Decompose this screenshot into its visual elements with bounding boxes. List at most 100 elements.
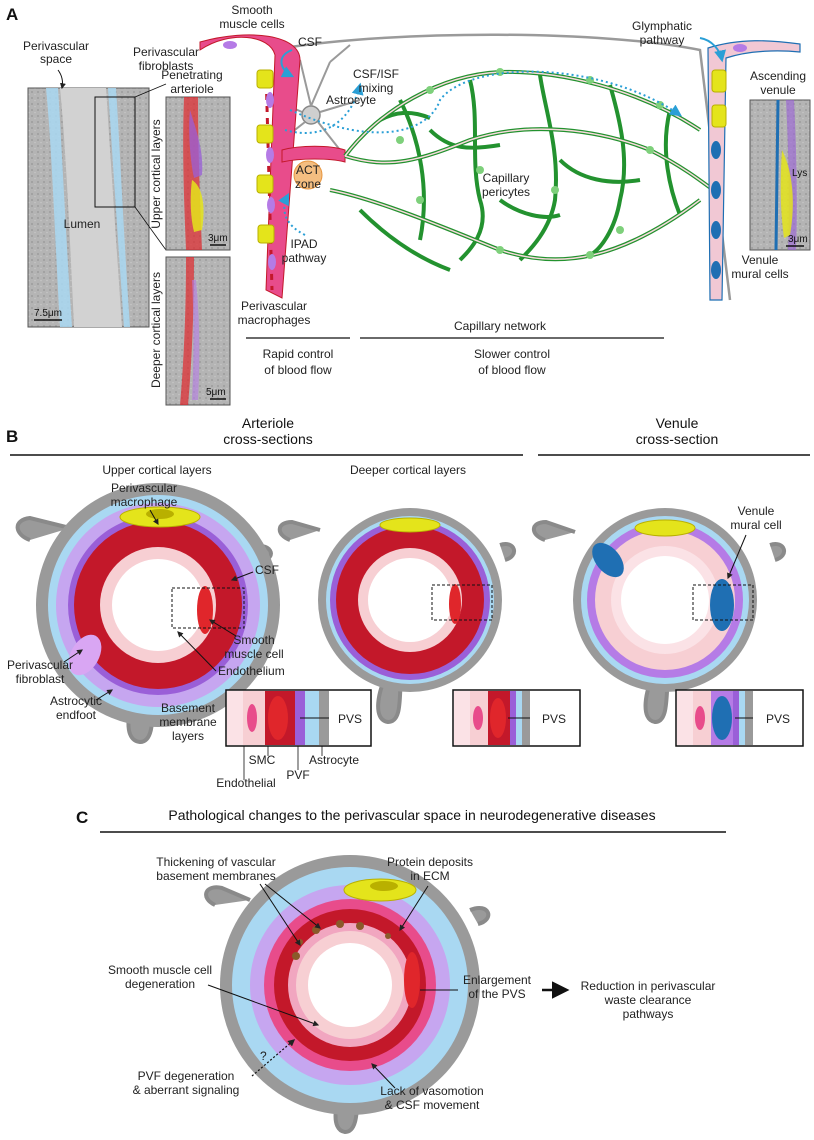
smc-label: SMC [249, 753, 276, 767]
pvf-degeneration-label-2: & aberrant signaling [133, 1083, 240, 1097]
perivascular-space-label-2: space [40, 52, 72, 66]
perivascular-space-arrow [57, 69, 66, 90]
perivascular-fibroblasts-label-1: Perivascular [133, 45, 199, 59]
endfoot-arrow [95, 689, 114, 701]
venule-mural-cells-label-1: Venule [742, 253, 779, 267]
thickening-label-2: basement membranes [156, 869, 275, 883]
venule-mural-arrow [727, 534, 747, 580]
ascending-venule-label-2: venule [760, 83, 796, 97]
glymphatic-pathway-label-1: Glymphatic [632, 19, 692, 33]
pvf-degeneration-label-1: PVF degeneration [138, 1069, 235, 1083]
glymphatic-pathway-label-2: pathway [640, 33, 685, 47]
endothelium-arrow [177, 631, 217, 672]
perivascular-macrophages-label-1: Perivascular [241, 299, 307, 313]
pvs-label-1: PVS [338, 712, 362, 726]
protein-deposits-label-1: Protein deposits [387, 855, 473, 869]
deeper-cortical-layers-heading: Deeper cortical layers [350, 463, 466, 477]
lack-vasomotion-arrow [371, 1063, 396, 1089]
penetrating-arteriole-label-1: Penetrating [161, 68, 222, 82]
smc-degeneration-arrow [207, 984, 320, 1027]
question-mark-label: ? [260, 1049, 267, 1063]
em-image-arteriole [27, 83, 167, 328]
penetrating-arteriole-label-2: arteriole [170, 82, 214, 96]
fibroblast-arrow-b [63, 649, 83, 663]
slower-control-label-2: of blood flow [478, 363, 546, 377]
em-image-upper-layers [165, 96, 231, 251]
scale-3um-left-label: 3μm [208, 233, 228, 244]
deeper-cortical-layers-label: Deeper cortical layers [149, 272, 163, 388]
upper-cortical-layers-heading: Upper cortical layers [102, 463, 211, 477]
arteriole-cross-sections-title-2: cross-sections [223, 431, 312, 447]
venule-cross-section-title-1: Venule [656, 415, 699, 431]
smooth-muscle-cell-label-2: muscle cell [224, 647, 283, 661]
perivascular-fibroblasts-label-2: fibroblasts [139, 59, 194, 73]
arteriole-upper-cross-section [15, 483, 280, 745]
smooth-muscle-cell-label-1: Smooth [233, 633, 274, 647]
ipad-pathway-label-2: pathway [282, 251, 327, 265]
act-zone-label-1: ACT [296, 163, 321, 177]
reduction-label-2: waste clearance [604, 993, 692, 1007]
astrocytic-endfoot-label-2: endfoot [56, 708, 97, 722]
vascular-schematic [199, 33, 801, 301]
venule-mural-cells-label-2: mural cells [731, 267, 788, 281]
panel-c: C Pathological changes to the perivascul… [76, 807, 726, 1135]
scale-em-label: 7.5μm [34, 308, 62, 319]
endothelial-label: Endothelial [216, 776, 275, 790]
csf-label-a: CSF [298, 35, 322, 49]
panel-a: A Perivascular space Lumen 7.5μm Penetra… [6, 3, 811, 406]
smc-arrow-b [208, 619, 237, 637]
slower-control-label-1: Slower control [474, 347, 550, 361]
csf-isf-mixing-label-1: CSF/ISF [353, 67, 399, 81]
zoom-box-deeper [452, 689, 581, 747]
enlargement-label-2: of the PVS [468, 987, 525, 1001]
smc-degeneration-label-1: Smooth muscle cell [108, 963, 212, 977]
zoom-box-upper [225, 689, 372, 747]
enlargement-label-1: Enlargement [463, 973, 532, 987]
scale-5um-label: 5μm [206, 387, 226, 398]
smooth-muscle-cells-label-1: Smooth [231, 3, 272, 17]
pvs-label-3: PVS [766, 712, 790, 726]
venule-cross-section [531, 508, 786, 725]
zoom-box-venule [675, 689, 804, 747]
reduction-label-3: pathways [623, 1007, 674, 1021]
act-zone-label-2: zone [295, 177, 321, 191]
perivascular-macrophage-label-1: Perivascular [111, 481, 177, 495]
astrocyte-label-b: Astrocyte [309, 753, 359, 767]
csf-isf-mixing-label-2: mixing [359, 81, 394, 95]
pvs-label-2: PVS [542, 712, 566, 726]
capillary-pericytes-label-1: Capillary [483, 171, 530, 185]
endothelium-label: Endothelium [218, 664, 285, 678]
perivascular-fibroblast-label-2: fibroblast [16, 672, 65, 686]
capillary-pericytes-label-2: pericytes [482, 185, 530, 199]
lys-label: Lys [792, 168, 807, 179]
lack-vasomotion-label-2: & CSF movement [385, 1098, 480, 1112]
panel-a-letter: A [6, 5, 18, 24]
panel-c-title: Pathological changes to the perivascular… [168, 807, 655, 823]
zoom-leader-lines [243, 746, 323, 780]
thickening-label-1: Thickening of vascular [156, 855, 275, 869]
smc-degeneration-label-2: degeneration [125, 977, 195, 991]
perivascular-macrophage-label-2: macrophage [111, 495, 178, 509]
venule-mural-cell-label-1: Venule [738, 504, 775, 518]
csf-arrow-b [230, 571, 254, 582]
protein-deposits-arrow [399, 885, 429, 932]
panel-b: B Arteriole cross-sections Venule cross-… [6, 415, 810, 790]
astrocytic-endfoot-label-1: Astrocytic [50, 694, 102, 708]
pathological-cross-section [204, 855, 491, 1135]
panel-b-letter: B [6, 427, 18, 446]
scale-3um-right-label: 3μm [788, 234, 808, 245]
csf-label-b: CSF [255, 563, 279, 577]
perivascular-macrophages-label-2: macrophages [238, 313, 311, 327]
thickening-arrow-1 [259, 883, 301, 947]
pvf-degeneration-arrow [251, 1039, 296, 1077]
rapid-control-label-1: Rapid control [263, 347, 334, 361]
arteriole-deeper-cross-section [277, 508, 516, 725]
ipad-pathway-label-1: IPAD [290, 237, 317, 251]
astrocyte-label-a: Astrocyte [326, 93, 376, 107]
lack-vasomotion-label-1: Lack of vasomotion [380, 1084, 483, 1098]
basement-membrane-layers-label-1: Basement [161, 701, 216, 715]
panel-c-letter: C [76, 808, 88, 827]
lumen-label: Lumen [64, 217, 101, 231]
upper-cortical-layers-label: Upper cortical layers [149, 119, 163, 228]
